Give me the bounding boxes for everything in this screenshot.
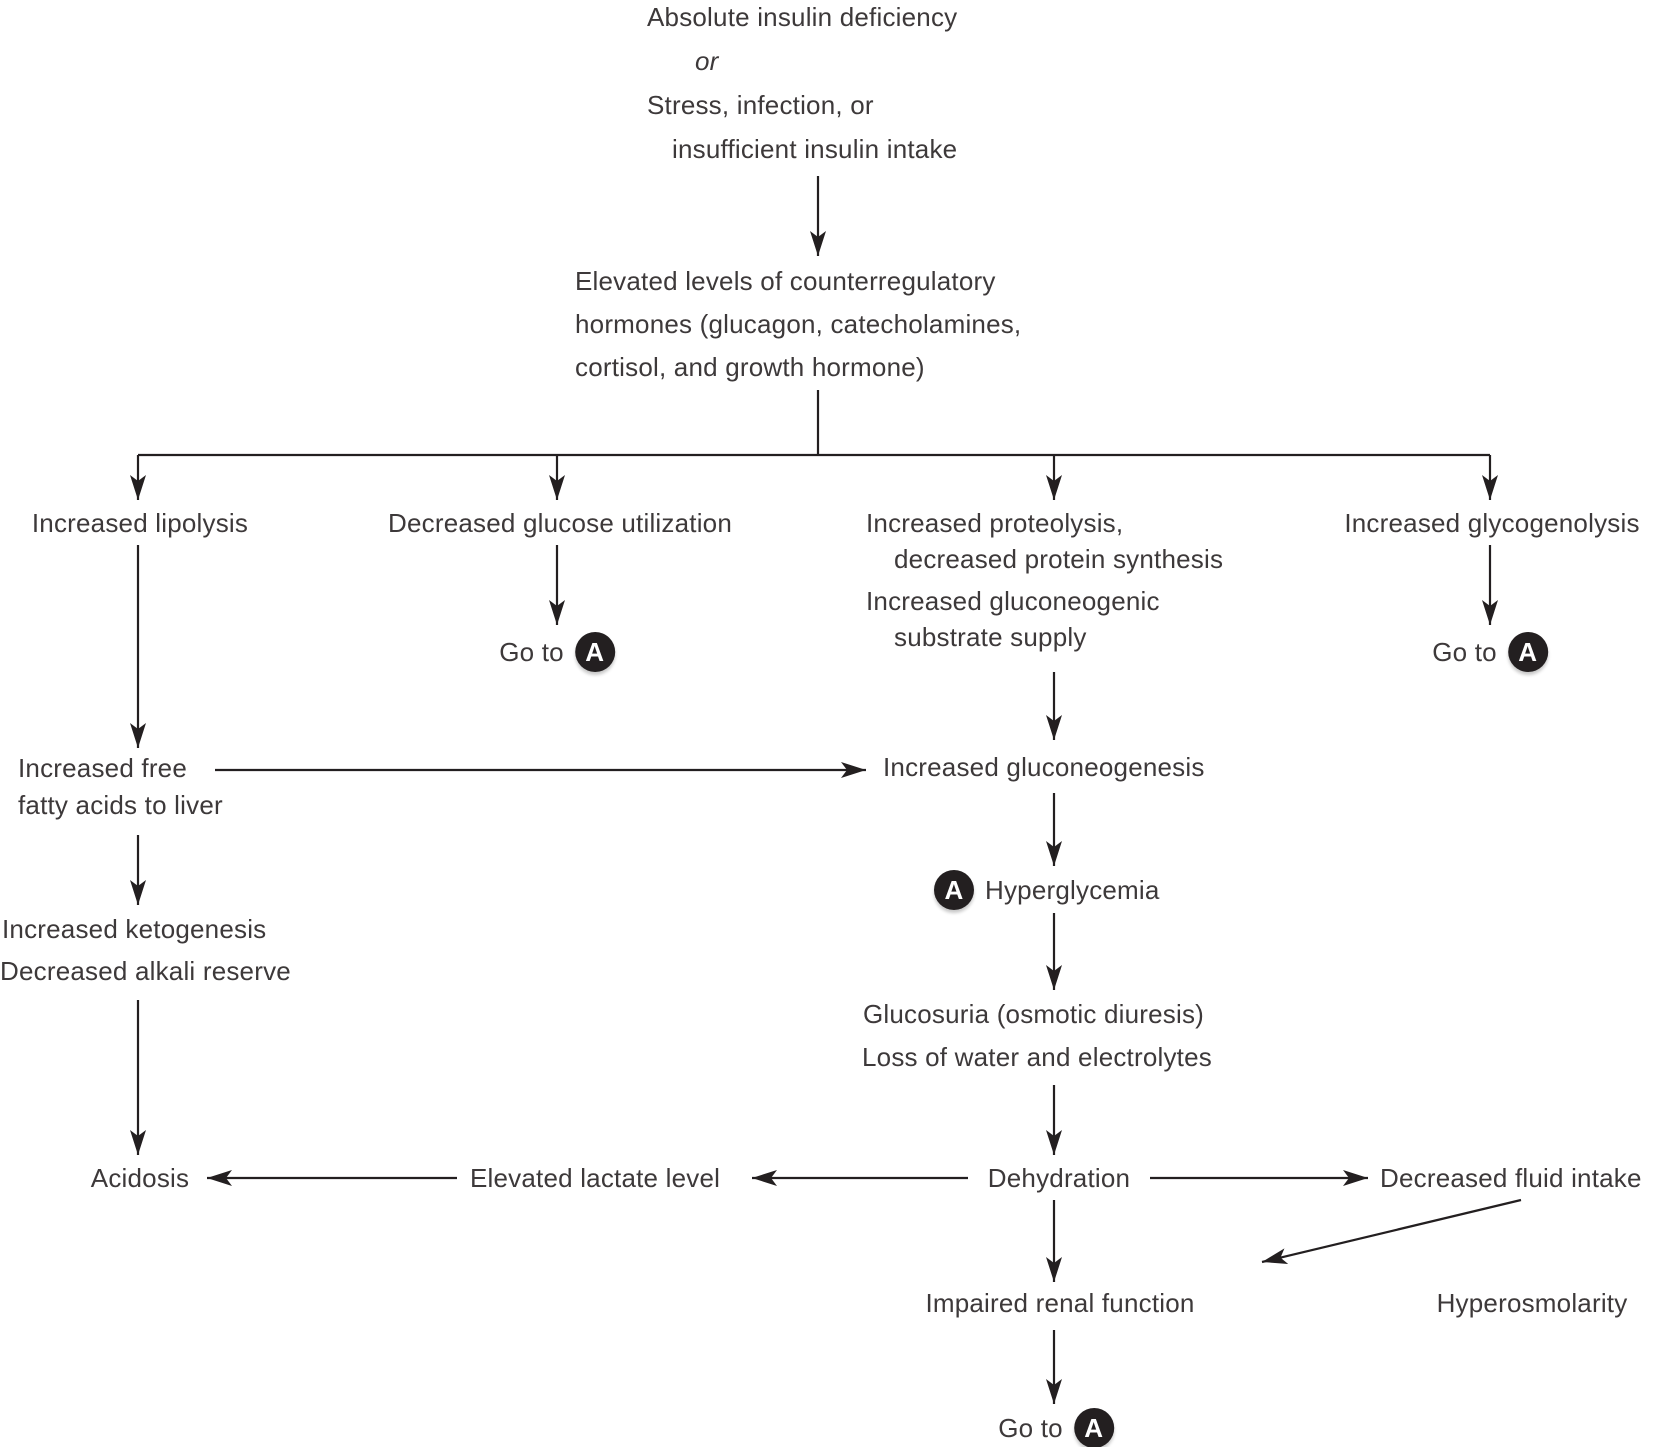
node-free-fatty-line1: Increased free	[18, 753, 188, 783]
node-trigger-or: or	[695, 46, 719, 76]
node-proteolysis-line1: Increased proteolysis,	[866, 508, 1124, 538]
arrow-fluid-intake-to-hyperosmolarity	[1261, 1198, 1522, 1264]
node-hormones-line1: Elevated levels of counterregulatory	[575, 266, 996, 296]
goto-label: Go to	[998, 1412, 1063, 1443]
goto-marker-renal: Go to A	[998, 1408, 1114, 1447]
node-substrate-line1: Increased gluconeogenic	[866, 586, 1160, 616]
node-trigger-line3: insufficient insulin intake	[672, 134, 958, 164]
node-hormones-line3: cortisol, and growth hormone)	[575, 352, 925, 382]
node-trigger-line1: Absolute insulin deficiency	[647, 2, 958, 32]
marker-a-badge: A	[934, 870, 974, 910]
node-glucosuria: Glucosuria (osmotic diuresis)	[863, 999, 1205, 1029]
goto-marker-glucose-utilization: Go to A	[499, 632, 615, 672]
node-glucose-utilization: Decreased glucose utilization	[388, 508, 732, 538]
node-free-fatty-line2: fatty acids to liver	[18, 790, 223, 820]
node-substrate-line2: substrate supply	[894, 622, 1087, 652]
node-fluid-intake: Decreased fluid intake	[1380, 1163, 1642, 1193]
node-lactate: Elevated lactate level	[470, 1163, 721, 1193]
node-hormones-line2: hormones (glucagon, catecholamines,	[575, 309, 1022, 339]
node-hyperglycemia: A Hyperglycemia	[934, 870, 1160, 910]
node-dehydration: Dehydration	[987, 1163, 1131, 1193]
node-acidosis: Acidosis	[90, 1163, 190, 1193]
node-renal: Impaired renal function	[925, 1288, 1195, 1318]
goto-label: Go to	[1432, 636, 1497, 667]
hyperglycemia-label: Hyperglycemia	[985, 874, 1160, 905]
marker-a-badge: A	[574, 632, 615, 672]
node-ketogenesis: Increased ketogenesis	[2, 914, 267, 944]
goto-label: Go to	[499, 636, 564, 667]
marker-a-badge: A	[1507, 632, 1548, 672]
goto-marker-glycogenolysis: Go to A	[1432, 632, 1548, 672]
node-hyperosmolarity: Hyperosmolarity	[1436, 1288, 1628, 1318]
node-proteolysis-line2: decreased protein synthesis	[894, 544, 1224, 574]
node-lipolysis: Increased lipolysis	[31, 508, 249, 538]
marker-a-badge: A	[1073, 1408, 1114, 1447]
node-trigger-line2: Stress, infection, or	[647, 90, 874, 120]
node-glycogenolysis: Increased glycogenolysis	[1344, 508, 1640, 538]
node-alkali-reserve: Decreased alkali reserve	[0, 956, 291, 986]
node-water-loss: Loss of water and electrolytes	[862, 1042, 1212, 1072]
node-gluconeogenesis: Increased gluconeogenesis	[883, 752, 1205, 782]
